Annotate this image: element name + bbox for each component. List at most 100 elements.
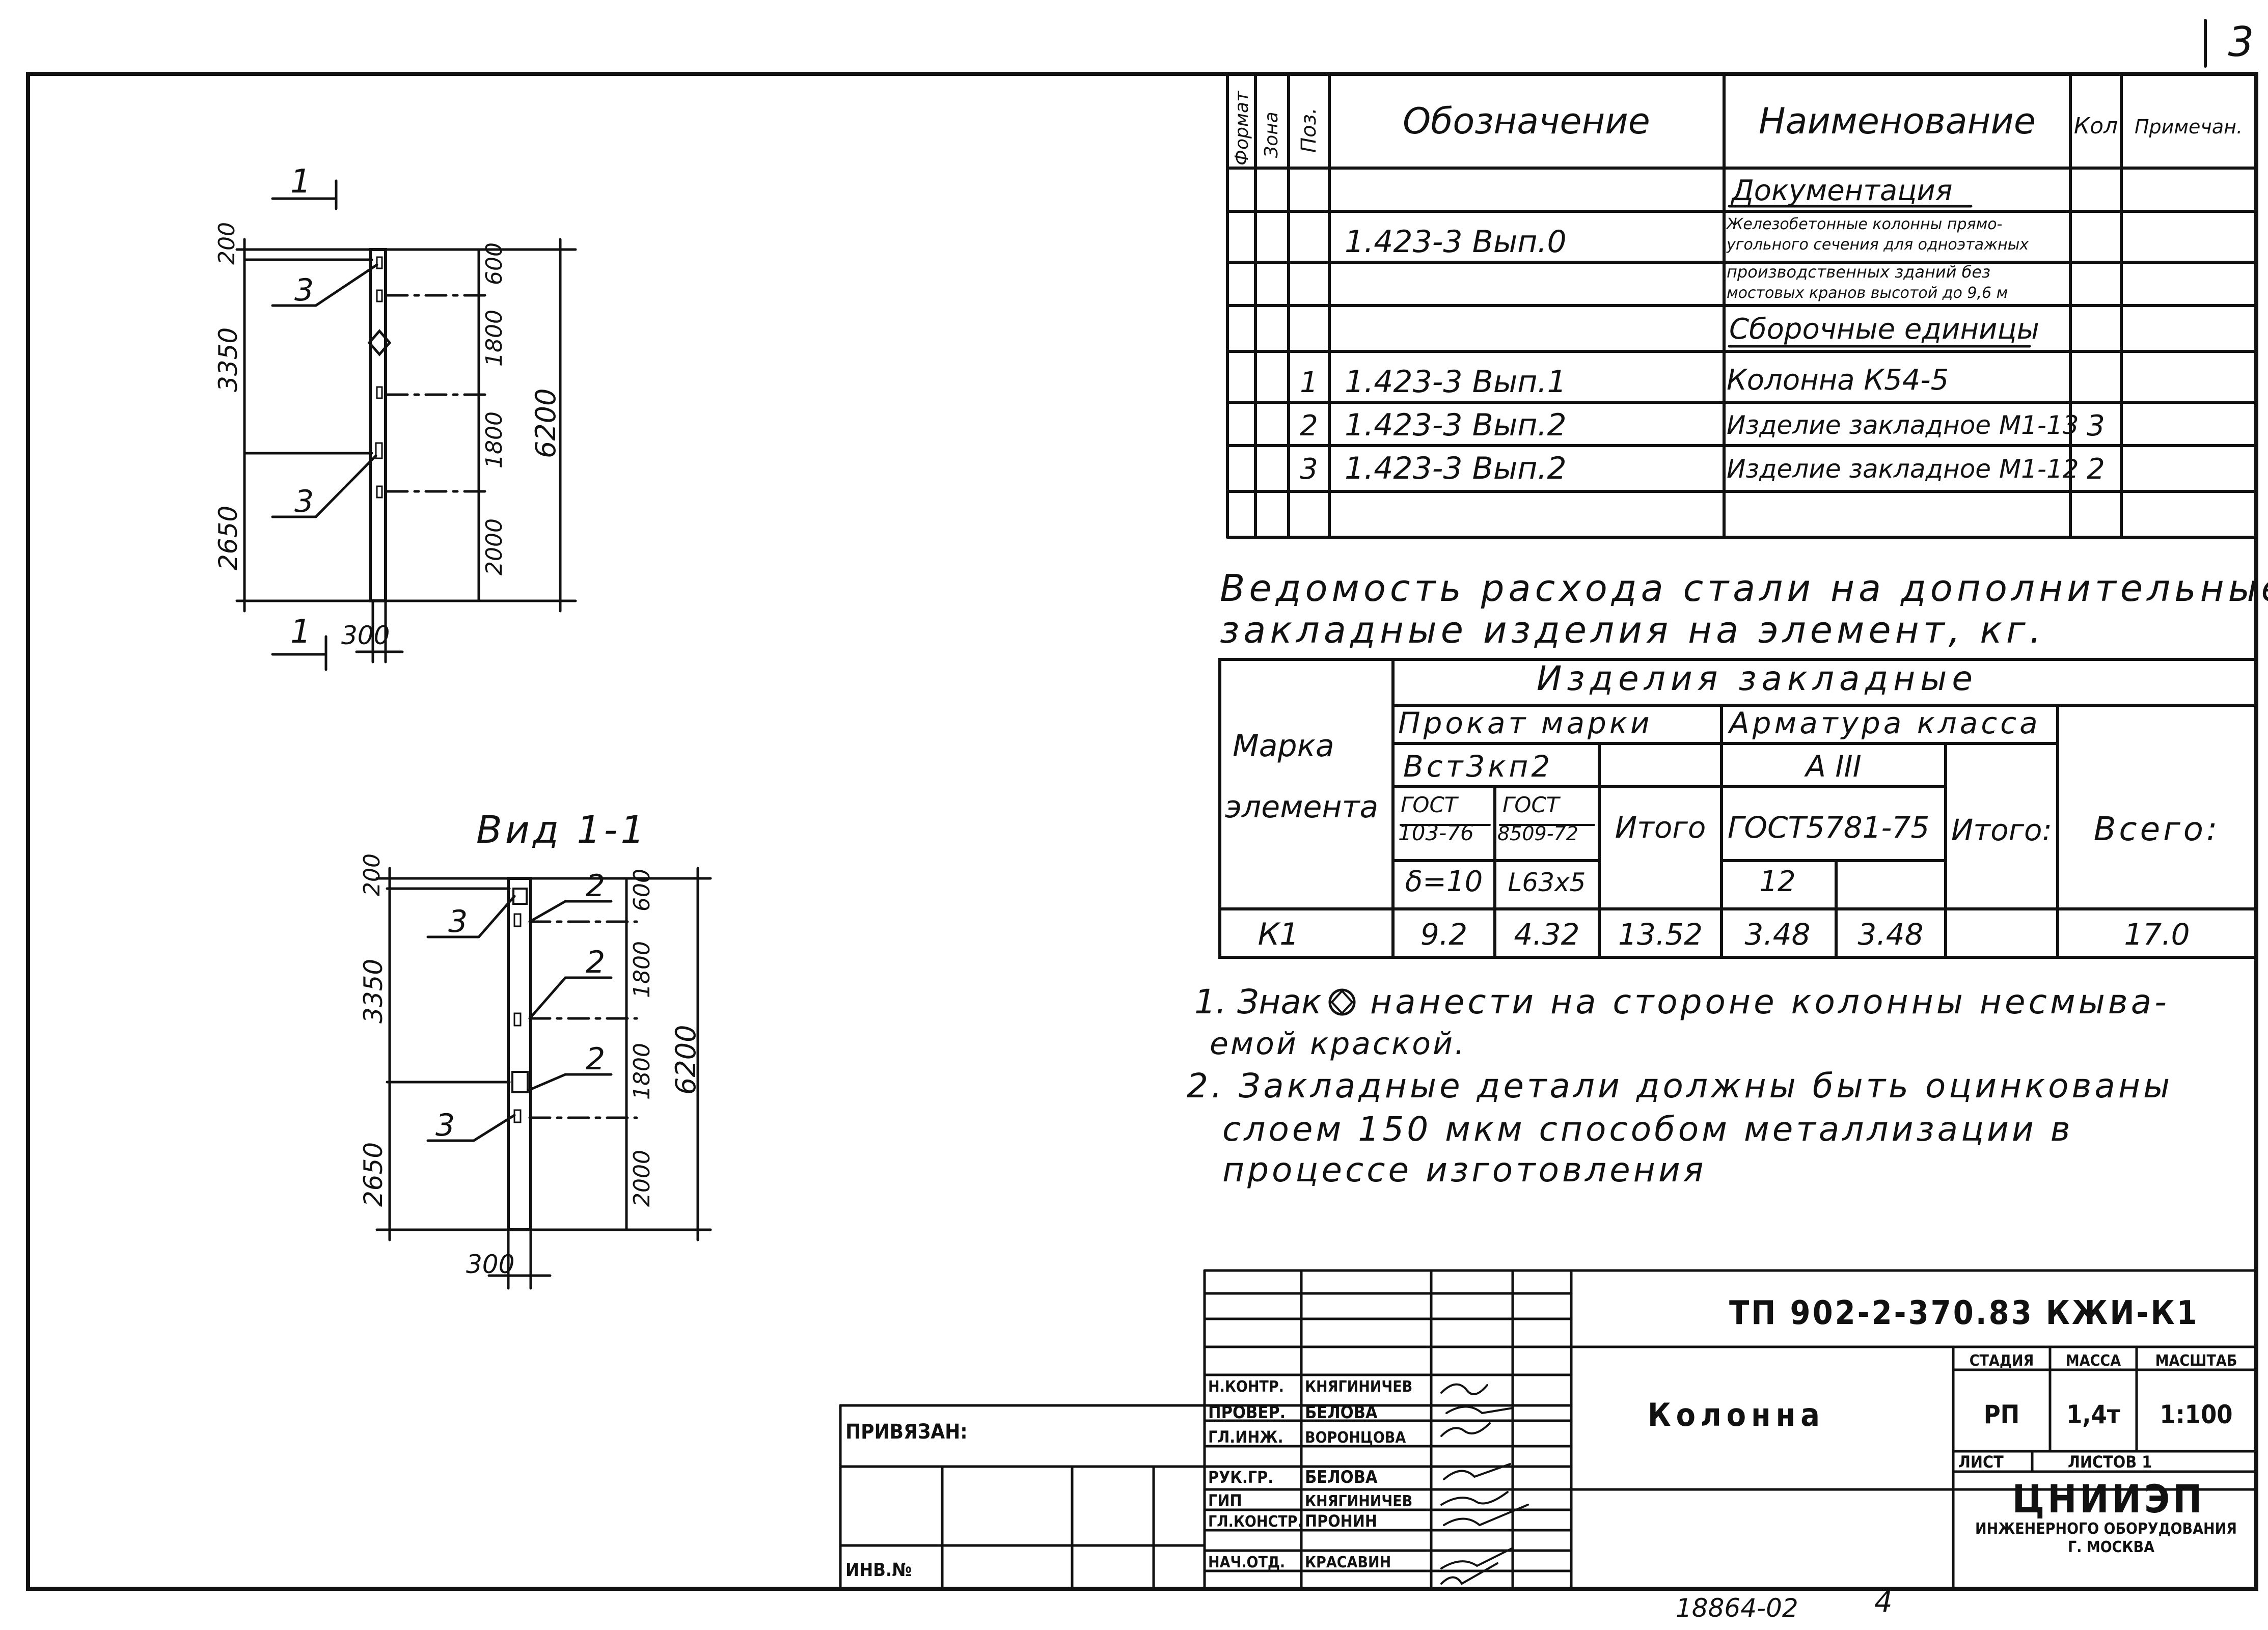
d1-dim-width: 300	[341, 621, 390, 650]
spec-header-designation: Обозначение	[1403, 100, 1650, 142]
d1-section-mark-top: 1	[290, 163, 311, 201]
d2-dim-width: 300	[466, 1250, 514, 1279]
spec-header-pos: Поз.	[1297, 107, 1321, 153]
d2-dim-right-1800a: 1800	[629, 941, 655, 998]
d2-dim-left-2650: 2650	[359, 1142, 388, 1207]
title-block-stage: РП	[1984, 1400, 2020, 1429]
spec-doc-name-line1: Железобетонные колонны прямо-	[1726, 215, 2002, 233]
spec-section-assemblies: Сборочные единицы	[1729, 313, 2039, 346]
signer-1-name: КНЯГИНИЧЕВ	[1305, 1378, 1412, 1396]
signer-7-name: КРАСАВИН	[1305, 1554, 1391, 1571]
note2-line1: 2. Закладные детали должны быть оцинкова…	[1187, 1066, 2173, 1106]
d1-callout-bottom: 3	[294, 484, 314, 519]
d2-callout-3-top: 3	[448, 904, 468, 940]
spec-header-zone: Зона	[1261, 112, 1282, 158]
spec-header-note: Примечан.	[2135, 116, 2243, 138]
d1-callout-top: 3	[294, 272, 314, 308]
spec-row1-designation: 1.423-3 Вып.1	[1345, 364, 1567, 400]
steel-h-gost3: ГОСТ5781-75	[1728, 810, 1929, 845]
title-block-name: Колонна	[1648, 1396, 1825, 1433]
spec-row2-designation: 1.423-3 Вып.2	[1345, 407, 1567, 443]
note1-prefix: 1. Знак	[1194, 982, 1322, 1021]
steel-h-items: Изделия закладные	[1537, 659, 1978, 698]
title-block-org-sub: ИНЖЕНЕРНОГО ОБОРУДОВАНИЯ	[1975, 1520, 2237, 1538]
spec-header-qty: Кол	[2074, 113, 2118, 139]
d1-dim-right-1800b: 1800	[481, 411, 507, 468]
steel-h-gost2-a: ГОСТ	[1502, 792, 1561, 817]
signer-6-name: ПРОНИН	[1305, 1511, 1377, 1531]
d1-dim-right-600: 600	[481, 242, 507, 285]
title-block-sheet: ЛИСТ	[1958, 1452, 2004, 1472]
title-block-mass-header: МАССА	[2066, 1352, 2121, 1370]
steel-row-all: 17.0	[2124, 917, 2190, 952]
spec-row1-pos: 1	[1300, 366, 1318, 399]
d1-dim-left-3350: 3350	[213, 327, 243, 392]
spec-doc-designation: 1.423-3 Вып.0	[1345, 224, 1567, 260]
steel-h-angle: L63x5	[1508, 868, 1586, 897]
steel-h-rolled: Прокат марки	[1398, 706, 1653, 740]
d2-dim-overall: 6200	[670, 1025, 702, 1095]
d2-callout-2b: 2	[586, 945, 605, 980]
spec-row2-pos: 2	[1300, 409, 1318, 443]
spec-doc-name-line4: мостовых кранов высотой до 9,6 м	[1727, 284, 2008, 302]
d1-dim-overall: 6200	[530, 389, 562, 458]
spec-doc-name-line3: производственных зданий без	[1727, 262, 1990, 282]
steel-h-class: А III	[1804, 749, 1861, 784]
column-elevation-1	[235, 179, 577, 671]
d2-dim-left-200: 200	[359, 853, 385, 896]
steel-h-rebar: Арматура класса	[1727, 706, 2041, 740]
title-block-scale: 1:100	[2160, 1400, 2232, 1429]
signer-6-role: ГЛ.КОНСТР.	[1208, 1513, 1303, 1531]
d2-callout-3-bottom: 3	[435, 1108, 455, 1143]
steel-h-gost2-b: 8509-72	[1497, 822, 1578, 845]
spec-row3-qty: 2	[2087, 453, 2105, 486]
spec-section-docs: Документация	[1730, 174, 1952, 207]
steel-h-gost1-b: 103-76	[1398, 820, 1474, 845]
spec-doc-name-line2: угольного сечения для одноэтажных	[1726, 236, 2029, 254]
mark-symbol-icon	[1328, 988, 1356, 1016]
signer-4-role: РУК.ГР.	[1208, 1468, 1273, 1487]
steel-title-line2: закладные изделия на элемент, кг.	[1220, 609, 2045, 651]
d1-dim-left-2650: 2650	[213, 506, 243, 570]
d2-dim-left-3350: 3350	[359, 959, 388, 1024]
steel-table	[1218, 658, 2258, 959]
signer-2-role: ПРОВЕР.	[1208, 1402, 1286, 1423]
title-block-mass: 1,4т	[2066, 1400, 2120, 1429]
d2-title: Вид 1-1	[476, 808, 647, 852]
archive-number: 18864-02	[1676, 1593, 1798, 1623]
signer-3-name: ВОРОНЦОВА	[1305, 1429, 1406, 1447]
title-block-org: ЦНИИЭП	[2012, 1476, 2205, 1522]
column-view-1-1	[375, 867, 712, 1290]
signer-5-name: КНЯГИНИЧЕВ	[1305, 1493, 1412, 1510]
steel-row-v1: 9.2	[1420, 917, 1467, 952]
spec-row2-name: Изделие закладное М1-13	[1727, 410, 2079, 440]
spec-row1-name: Колонна К54-5	[1727, 364, 1949, 397]
steel-row-total: 13.52	[1618, 917, 1703, 952]
steel-h-mark-2: элемента	[1225, 789, 1378, 825]
steel-row-mark: К1	[1258, 917, 1299, 952]
steel-h-dia: 12	[1759, 865, 1795, 898]
spec-header-name: Наименование	[1759, 100, 2036, 142]
steel-row-rebar: 3.48	[1744, 917, 1810, 952]
title-block	[1203, 1269, 2258, 1590]
note1-text: нанести на стороне колонны несмыва-	[1370, 982, 2170, 1021]
signer-7-role: НАЧ.ОТД.	[1208, 1554, 1285, 1571]
signer-5-role: ГИП	[1208, 1491, 1242, 1510]
binding-block	[839, 1404, 1206, 1590]
steel-title-line1: Ведомость расхода стали на дополнительны…	[1220, 567, 2268, 610]
inv-number-label: ИНВ.№	[845, 1560, 912, 1581]
signatures	[1440, 1383, 1529, 1585]
steel-h-mark-1: Марка	[1233, 728, 1334, 764]
spec-row3-designation: 1.423-3 Вып.2	[1345, 451, 1567, 486]
d2-dim-right-600: 600	[629, 869, 655, 911]
signer-3-role: ГЛ.ИНЖ.	[1208, 1427, 1283, 1447]
d1-dim-left-200: 200	[214, 222, 240, 265]
steel-h-grade: Вст3кп2	[1403, 749, 1553, 784]
steel-row-v2: 4.32	[1514, 917, 1579, 952]
signer-4-name: БЕЛОВА	[1305, 1467, 1378, 1487]
d1-section-mark-bottom: 1	[290, 613, 311, 651]
steel-h-all: Всего:	[2094, 811, 2221, 848]
page-number: 3	[2228, 18, 2254, 66]
d2-callout-2c: 2	[586, 1041, 605, 1077]
